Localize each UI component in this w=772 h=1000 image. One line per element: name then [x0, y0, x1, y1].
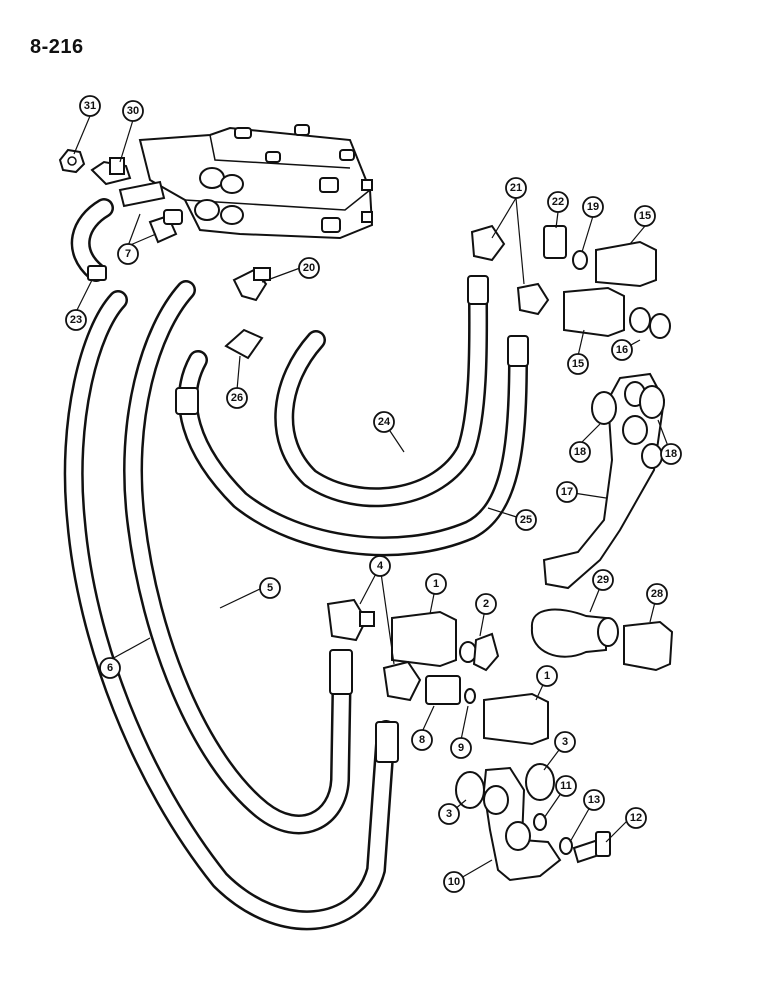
fitting-adapter-26: [224, 328, 264, 360]
page-number: 8-216: [30, 36, 84, 58]
callout-13-label: 13: [588, 794, 600, 806]
callout-17: 17: [556, 481, 578, 503]
fitting-adapter-30: [90, 157, 132, 186]
callout-24: 24: [373, 411, 395, 433]
callout-4-label: 4: [377, 560, 384, 572]
callout-24-label: 24: [378, 416, 391, 428]
coupler-upper-group: [470, 224, 671, 339]
callout-6-label: 6: [107, 662, 113, 674]
callout-1-upper-label: 1: [433, 578, 439, 590]
callout-29: 29: [592, 569, 614, 591]
callout-5-label: 5: [267, 582, 273, 594]
callout-20-label: 20: [303, 262, 315, 274]
callout-1-lower: 1: [536, 665, 558, 687]
callout-28: 28: [646, 583, 668, 605]
callout-23-label: 23: [70, 314, 82, 326]
callout-30-label: 30: [127, 105, 139, 117]
hose-23: [70, 198, 114, 282]
callout-13: 13: [583, 789, 605, 811]
callout-10-label: 10: [448, 876, 460, 888]
callout-31: 31: [79, 95, 101, 117]
callout-7: 7: [117, 243, 139, 265]
callout-4: 4: [369, 555, 391, 577]
callout-17-label: 17: [561, 486, 573, 498]
hose-5: [123, 280, 353, 835]
hose-25: [175, 335, 529, 557]
callout-15-upper-label: 15: [639, 210, 651, 222]
callout-20: 20: [298, 257, 320, 279]
callout-1-lower-label: 1: [544, 670, 550, 682]
callout-3-right-label: 3: [562, 736, 568, 748]
callout-15-lower-label: 15: [572, 358, 584, 370]
callout-12: 12: [625, 807, 647, 829]
callout-2: 2: [475, 593, 497, 615]
callout-9: 9: [450, 737, 472, 759]
coupler-lower-group: [326, 598, 549, 746]
callout-8: 8: [411, 729, 433, 751]
coupler-cap-group: [530, 608, 674, 672]
fitting-nut: [58, 148, 86, 174]
callout-31-label: 31: [84, 100, 96, 112]
bracket-17: [542, 372, 666, 590]
callout-29-label: 29: [597, 574, 609, 586]
hose-24: [274, 275, 489, 508]
callout-6: 6: [99, 657, 121, 679]
callout-3-left: 3: [438, 803, 460, 825]
callout-18-right-label: 18: [665, 448, 677, 460]
hose-6: [63, 290, 399, 931]
callout-11: 11: [555, 775, 577, 797]
callout-15-upper: 15: [634, 205, 656, 227]
callout-3-left-label: 3: [446, 808, 452, 820]
callout-18-left-label: 18: [574, 446, 586, 458]
callout-25: 25: [515, 509, 537, 531]
callout-22: 22: [547, 191, 569, 213]
callout-7-label: 7: [125, 248, 131, 260]
callout-18-right: 18: [660, 443, 682, 465]
callout-1-upper: 1: [425, 573, 447, 595]
callout-15-lower: 15: [567, 353, 589, 375]
callout-10: 10: [443, 871, 465, 893]
callout-5: 5: [259, 577, 281, 599]
fitting-elbows-7: [118, 180, 183, 244]
callout-21-label: 21: [510, 182, 522, 194]
callout-21: 21: [505, 177, 527, 199]
callout-12-label: 12: [630, 812, 642, 824]
callout-22-label: 22: [552, 196, 564, 208]
callout-19-label: 19: [587, 201, 599, 213]
callout-25-label: 25: [520, 514, 532, 526]
callout-18-left: 18: [569, 441, 591, 463]
callout-19: 19: [582, 196, 604, 218]
callout-26-label: 26: [231, 392, 243, 404]
callout-9-label: 9: [458, 742, 464, 754]
callout-11-label: 11: [560, 780, 572, 792]
control-valve: [138, 124, 374, 240]
callout-30: 30: [122, 100, 144, 122]
bracket-10: [455, 763, 611, 882]
callout-28-label: 28: [651, 588, 663, 600]
callout-2-label: 2: [483, 598, 489, 610]
callout-23: 23: [65, 309, 87, 331]
callout-16: 16: [611, 339, 633, 361]
callout-8-label: 8: [419, 734, 425, 746]
fitting-elbow-20: [232, 267, 271, 302]
callout-16-label: 16: [616, 344, 628, 356]
callout-3-right: 3: [554, 731, 576, 753]
callout-26: 26: [226, 387, 248, 409]
